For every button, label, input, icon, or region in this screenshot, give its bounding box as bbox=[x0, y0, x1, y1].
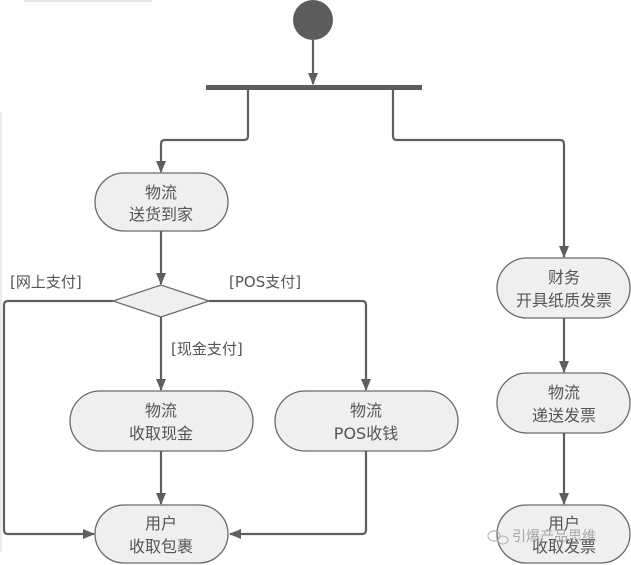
node-receive-package-line1: 用户 bbox=[145, 514, 177, 533]
node-pos-collect-line2: POS收钱 bbox=[334, 424, 398, 443]
node-receive-package: 用户 收取包裹 bbox=[94, 504, 229, 564]
node-deliver-invoice-line2: 递送发票 bbox=[532, 406, 596, 425]
wechat-icon bbox=[487, 530, 509, 545]
guard-pos-pay: [POS支付] bbox=[229, 273, 301, 291]
edge-fork-to-issue-invoice bbox=[391, 90, 569, 258]
node-collect-cash-line1: 物流 bbox=[145, 401, 177, 420]
node-receive-invoice: 用户 收取发票 bbox=[496, 504, 631, 564]
node-collect-cash: 物流 收取现金 bbox=[69, 390, 254, 452]
node-receive-package-line2: 收取包裹 bbox=[129, 537, 193, 556]
watermark-text: 引爆产品思维 bbox=[512, 529, 596, 545]
decision-node bbox=[110, 284, 212, 318]
fork-bar bbox=[206, 85, 422, 90]
top-border-line bbox=[24, 0, 152, 2]
node-pos-collect-line1: 物流 bbox=[350, 401, 382, 420]
node-pos-collect: 物流 POS收钱 bbox=[274, 390, 459, 452]
node-receive-invoice-line1: 用户 bbox=[548, 514, 580, 533]
node-issue-invoice-line1: 财务 bbox=[548, 268, 580, 287]
node-deliver-invoice: 物流 递送发票 bbox=[496, 372, 631, 434]
edge-online-to-receive-package bbox=[2, 299, 113, 539]
node-deliver-home: 物流 送货到家 bbox=[94, 172, 229, 232]
guard-online-pay: [网上支付] bbox=[10, 273, 82, 291]
node-issue-invoice: 财务 开具纸质发票 bbox=[496, 257, 631, 319]
node-collect-cash-line2: 收取现金 bbox=[129, 424, 193, 443]
node-deliver-home-line2: 送货到家 bbox=[129, 205, 193, 224]
edge-pos-to-pos-collect bbox=[209, 299, 371, 391]
left-border-line bbox=[0, 112, 2, 552]
start-node bbox=[293, 0, 333, 40]
node-deliver-invoice-line1: 物流 bbox=[548, 383, 580, 402]
guard-cash-pay: [现金支付] bbox=[171, 340, 243, 358]
node-receive-invoice-line2: 收取发票 bbox=[532, 537, 596, 556]
node-issue-invoice-line2: 开具纸质发票 bbox=[516, 291, 612, 310]
edge-fork-to-deliver-home bbox=[156, 90, 250, 173]
edge-pos-collect-to-receive-package bbox=[229, 451, 368, 539]
watermark: 引爆产品思维 bbox=[487, 529, 596, 545]
node-deliver-home-line1: 物流 bbox=[145, 183, 177, 202]
